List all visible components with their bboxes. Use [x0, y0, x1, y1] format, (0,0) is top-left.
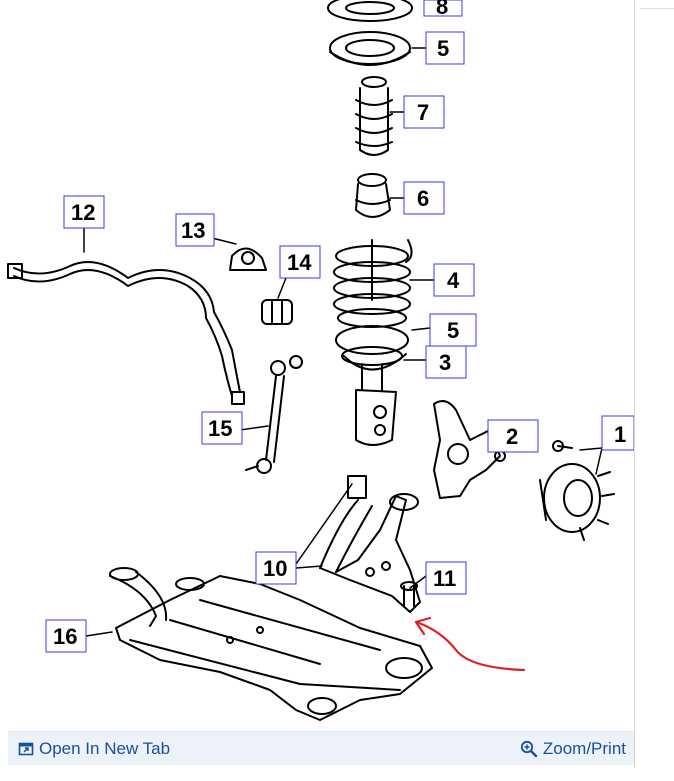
- svg-text:7: 7: [417, 100, 429, 125]
- svg-text:16: 16: [53, 624, 77, 649]
- stabilizer-link-part: [245, 355, 303, 474]
- open-in-new-tab-label: Open In New Tab: [39, 739, 171, 758]
- ball-joint-part: [400, 581, 418, 607]
- callout-1: 1: [601, 415, 634, 451]
- svg-text:5: 5: [447, 318, 459, 343]
- callout-6: 6: [403, 181, 445, 215]
- leader-lines: [83, 47, 603, 637]
- crossmember-part: [109, 567, 433, 721]
- svg-text:6: 6: [417, 186, 429, 211]
- callout-11: 11: [425, 561, 467, 595]
- svg-text:14: 14: [287, 250, 312, 275]
- callout-10: 10: [255, 551, 297, 585]
- callout-12: 12: [63, 195, 105, 229]
- svg-text:13: 13: [181, 218, 205, 243]
- svg-text:5: 5: [437, 36, 449, 61]
- strut-assembly-part: [335, 325, 409, 446]
- zoom-print-label: Zoom/Print: [542, 739, 626, 758]
- page-divider: [640, 8, 674, 9]
- stabilizer-bar-part: [7, 261, 245, 405]
- coil-spring-part: [333, 239, 413, 328]
- bar-bracket-part: [229, 247, 267, 271]
- diagram-frame: 8 5 7 6 12 13 14 4: [7, 0, 635, 768]
- open-in-new-tab-icon: [18, 742, 34, 756]
- callout-2: 2: [487, 419, 539, 453]
- callout-16: 16: [45, 619, 87, 653]
- svg-text:3: 3: [439, 350, 451, 375]
- svg-text:15: 15: [208, 416, 232, 441]
- callout-4: 4: [433, 263, 475, 297]
- svg-text:1: 1: [614, 422, 626, 447]
- zoom-print-link[interactable]: Zoom/Print: [520, 738, 626, 760]
- strut-mount-part: [327, 0, 413, 22]
- callout-14: 14: [279, 245, 321, 279]
- svg-text:2: 2: [506, 424, 518, 449]
- callout-5-lower: 5: [429, 313, 477, 347]
- image-toolbar: Open In New Tab Zoom/Print: [8, 731, 634, 765]
- red-arrow-annotation: [414, 616, 526, 672]
- svg-text:4: 4: [447, 268, 460, 293]
- bump-stop-part: [355, 173, 391, 218]
- svg-text:12: 12: [71, 200, 95, 225]
- suspension-diagram: 8 5 7 6 12 13 14 4: [7, 0, 634, 721]
- callout-3: 3: [425, 345, 467, 379]
- dust-boot-part: [355, 76, 393, 156]
- callout-13: 13: [175, 213, 215, 247]
- svg-text:8: 8: [436, 0, 448, 19]
- svg-text:11: 11: [433, 566, 456, 591]
- magnifier-plus-icon: [520, 740, 538, 758]
- open-in-new-tab-link[interactable]: Open In New Tab: [18, 738, 170, 760]
- svg-text:10: 10: [263, 556, 287, 581]
- bar-bushing-part: [261, 299, 293, 325]
- callout-7: 7: [403, 95, 445, 129]
- callout-8: 8: [423, 0, 463, 19]
- callout-5-upper: 5: [425, 31, 465, 65]
- wheel-hub-part: [539, 440, 615, 541]
- callout-15: 15: [201, 411, 243, 445]
- spring-seat-upper-part: [329, 31, 411, 66]
